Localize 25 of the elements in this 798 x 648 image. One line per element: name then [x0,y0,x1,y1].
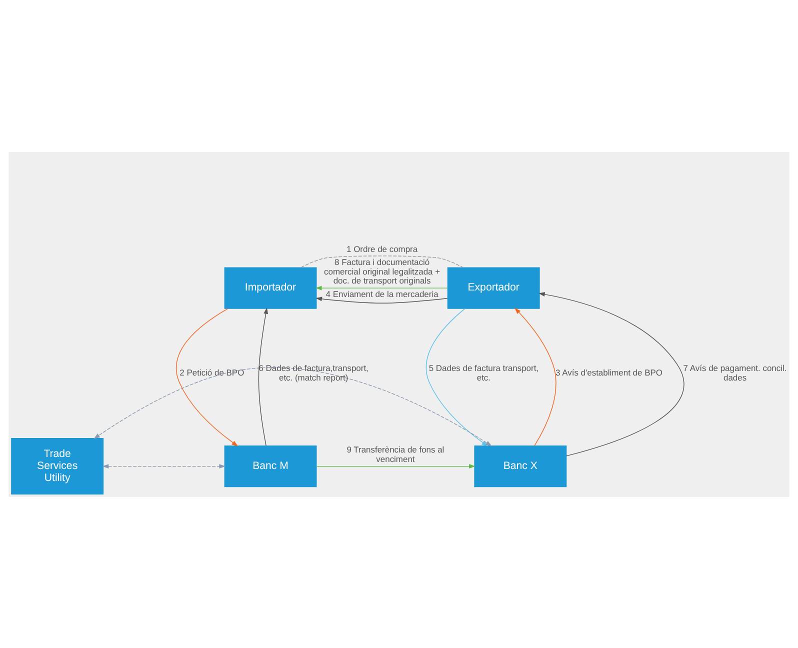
arrow [258,306,268,446]
arrow [538,292,684,456]
edge-label: 3 Avís d'establiment de BPO [556,367,662,378]
node-box: Banc X [474,444,567,487]
arrow [315,285,448,290]
arrow [94,366,492,446]
arrow [316,296,448,303]
node-box: Banc M [224,444,317,487]
node-box: Importador [224,266,317,308]
node-box: Trade Services Utility [11,438,104,494]
arrow [426,308,488,446]
arrow [102,464,226,468]
edge-label: 7 Avís de pagament. concil. dades [683,362,787,382]
arrow [514,307,556,446]
arrow [316,464,476,468]
edge-label: 6 Dades de factura,transport, etc. (match report) [258,362,368,382]
edge-label: 4 Enviament de la mercaderia [326,288,438,298]
edge-label: 5 Dades de factura transport, etc. [428,362,539,382]
edge-label: 9 Transferència de fons al venciment [346,444,444,464]
edge-label: 2 Petició de BPO [180,367,244,378]
connector [300,255,464,268]
edge-label: 1 Ordre de compra [346,243,418,254]
arrow [176,308,238,446]
node-box: Exportador [447,266,540,308]
edge-label: 8 Factura i documentació comercial original legalitzada + doc. de transport originals [324,256,440,286]
